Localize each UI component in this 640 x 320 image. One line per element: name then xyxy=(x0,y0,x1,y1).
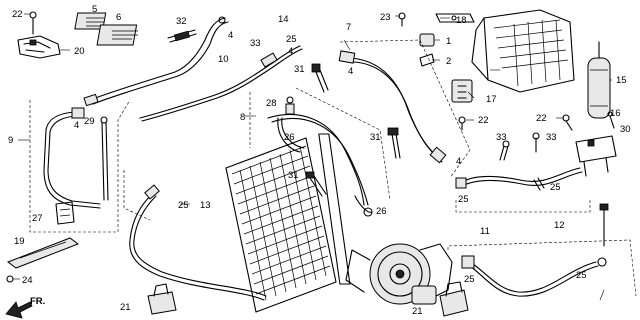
callout-10: 10 xyxy=(218,54,229,65)
callout-14: 14 xyxy=(278,14,289,25)
seal-1 xyxy=(419,33,435,47)
stay-19 xyxy=(6,237,80,269)
callout-1: 1 xyxy=(446,36,451,47)
callout-17: 17 xyxy=(486,94,497,105)
callout-21: 21 xyxy=(120,302,131,313)
clip-part-20 xyxy=(17,35,70,59)
callout-18: 18 xyxy=(456,15,467,26)
callout-4: 4 xyxy=(348,66,353,77)
callout-26: 26 xyxy=(284,132,295,143)
callout-31: 31 xyxy=(288,170,299,181)
liquid-pipe-14 xyxy=(139,45,303,122)
callout-31: 31 xyxy=(294,64,305,75)
receiver-dryer-15 xyxy=(587,41,611,119)
liquid-pipe-12 xyxy=(461,255,607,297)
callout-23: 23 xyxy=(380,12,391,23)
bolt-22-center xyxy=(458,116,466,131)
bolt-31-right xyxy=(387,127,401,159)
liquid-pipe-11 xyxy=(455,167,583,191)
callout-4: 4 xyxy=(228,30,233,41)
callout-22: 22 xyxy=(478,115,489,126)
discharge-hose-7 xyxy=(338,50,447,164)
callout-5: 5 xyxy=(92,4,97,15)
callout-25: 25 xyxy=(178,200,189,211)
bolt-31-center xyxy=(305,171,327,197)
bolt-33-mid xyxy=(499,140,510,161)
callout-22: 22 xyxy=(12,9,23,20)
bolt-22-right xyxy=(562,114,573,131)
callout-33: 33 xyxy=(250,38,261,49)
bolt-23 xyxy=(398,12,406,27)
callout-31: 31 xyxy=(370,132,381,143)
group-frames xyxy=(29,39,637,297)
callout-6: 6 xyxy=(116,12,121,23)
callout-25: 25 xyxy=(550,182,561,193)
bolt-22-bottom xyxy=(599,203,609,247)
bolt-24 xyxy=(6,275,20,283)
expansion-valve-17 xyxy=(451,79,473,103)
callout-labels: 22 5 6 20 32 4 10 14 25 4 33 9 4 29 27 1… xyxy=(8,4,631,317)
suction-hose-10 xyxy=(83,16,229,107)
bolt-31-top xyxy=(311,63,329,93)
callout-7: 7 xyxy=(346,22,351,33)
callout-33: 33 xyxy=(496,132,507,143)
callout-4: 4 xyxy=(288,46,293,57)
callout-11: 11 xyxy=(480,226,490,237)
callout-27: 27 xyxy=(32,213,43,224)
callout-19: 19 xyxy=(14,236,25,247)
callout-4: 4 xyxy=(74,120,79,131)
callout-26: 26 xyxy=(376,206,387,217)
callout-8: 8 xyxy=(240,112,245,123)
clamp-21-left xyxy=(147,283,177,315)
callout-15: 15 xyxy=(616,75,627,86)
callout-13: 13 xyxy=(200,200,211,211)
callout-25: 25 xyxy=(464,274,475,285)
bolt-33-right xyxy=(532,132,540,153)
suction-hose-center xyxy=(267,114,373,217)
callout-4: 4 xyxy=(456,156,461,167)
evaporator-unit xyxy=(471,9,575,93)
callout-24: 24 xyxy=(22,275,33,286)
callout-32: 32 xyxy=(176,16,187,27)
callout-12: 12 xyxy=(554,220,565,231)
callout-29: 29 xyxy=(84,116,95,127)
pipe-29 xyxy=(100,116,109,201)
clamp-21-right xyxy=(439,281,469,317)
discharge-hose-9 xyxy=(43,107,101,209)
suction-pipe-13 xyxy=(129,184,267,301)
condenser-pipes-28-26 xyxy=(277,96,305,153)
dryer-bracket-16 xyxy=(575,135,617,177)
front-label: FR. xyxy=(30,296,45,307)
callout-33: 33 xyxy=(546,132,557,143)
callout-25: 25 xyxy=(576,270,587,281)
label-plate-6 xyxy=(96,24,138,46)
callout-25: 25 xyxy=(458,194,469,205)
label-plate-5 xyxy=(74,12,107,30)
bolt-part-22-top xyxy=(24,11,37,35)
callout-30: 30 xyxy=(620,124,631,135)
bracket-18 xyxy=(435,13,475,23)
condenser-8 xyxy=(225,133,351,313)
callout-22: 22 xyxy=(536,113,547,124)
leader-lines xyxy=(18,15,612,301)
callout-20: 20 xyxy=(74,46,85,57)
compressor xyxy=(345,243,453,305)
callout-2: 2 xyxy=(446,56,451,67)
callout-25: 25 xyxy=(286,34,297,45)
seal-2 xyxy=(419,53,435,67)
bolt-30 xyxy=(607,111,615,129)
callout-21: 21 xyxy=(412,306,423,317)
bracket-27 xyxy=(55,201,75,225)
callout-16: 16 xyxy=(610,108,621,119)
callout-9: 9 xyxy=(8,135,13,146)
callout-28: 28 xyxy=(266,98,277,109)
front-direction-arrow: FR. xyxy=(5,296,45,319)
